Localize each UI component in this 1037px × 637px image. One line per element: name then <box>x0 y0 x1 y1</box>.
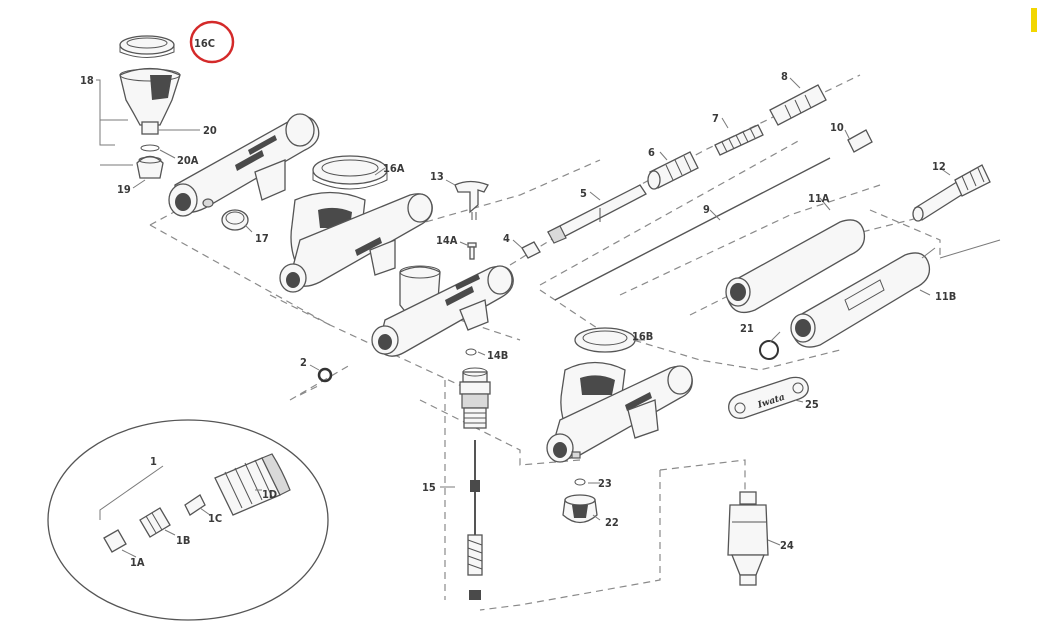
part-11a-handle <box>725 219 866 314</box>
airbrush-body-side-feed <box>168 113 320 217</box>
part-16c-cup-lid <box>119 35 175 58</box>
part-15-air-valve-assembly <box>459 367 491 600</box>
highlight-circle-16c <box>189 20 235 64</box>
part-9-needle <box>554 157 831 301</box>
label-24: 24 <box>780 539 794 552</box>
airbrush-body-center <box>371 265 514 357</box>
label-1b: 1B <box>176 534 190 547</box>
part-2-oring <box>317 367 333 383</box>
part-16b-cup-lid <box>574 327 636 353</box>
leader-lines <box>96 77 1001 558</box>
part-5-needle-chucking-guide <box>547 184 647 244</box>
label-13: 13 <box>430 170 444 183</box>
label-1d: 1D <box>262 488 277 501</box>
label-21: 21 <box>740 322 754 335</box>
part-10-adapter <box>847 129 873 153</box>
airbrush-body-gravity-16a <box>279 191 433 293</box>
label-2: 2 <box>300 356 307 369</box>
part-4-chucking-nut <box>521 241 541 259</box>
part-1b-nozzle-head <box>139 507 171 538</box>
part-1c-nozzle <box>184 494 206 516</box>
label-11b: 11B <box>935 290 956 303</box>
label-7: 7 <box>712 112 719 125</box>
part-7-spring <box>714 124 764 156</box>
part-12-air-valve <box>912 164 991 222</box>
label-12: 12 <box>932 160 946 173</box>
label-19: 19 <box>117 183 131 196</box>
label-17: 17 <box>255 232 269 245</box>
part-25-wrench: Iwata <box>728 376 809 419</box>
label-16a: 16A <box>383 162 405 175</box>
label-9: 9 <box>703 203 710 216</box>
label-20: 20 <box>203 124 217 137</box>
label-11a: 11A <box>808 192 830 205</box>
label-23: 23 <box>598 477 612 490</box>
part-16a-cup-lid <box>312 155 388 190</box>
part-13-trigger <box>454 180 489 220</box>
part-23-oring <box>574 478 586 486</box>
label-18: 18 <box>80 74 94 87</box>
part-8-spring-guide <box>769 84 827 126</box>
label-14b: 14B <box>487 349 508 362</box>
part-21-oring <box>759 340 779 360</box>
label-1a: 1A <box>130 556 145 569</box>
label-6: 6 <box>648 146 655 159</box>
part-20a-oring <box>140 144 160 152</box>
label-25: 25 <box>805 398 819 411</box>
label-10: 10 <box>830 121 844 134</box>
label-1: 1 <box>150 455 157 468</box>
part-labels: 16C 18 20 20A 19 17 16A 13 14A 14B 4 5 6… <box>80 37 956 569</box>
airbrush-body-gravity-16b <box>546 361 693 463</box>
part-19-cup-adapter <box>136 155 164 179</box>
label-20a: 20A <box>177 154 199 167</box>
part-14a-screw <box>467 242 477 260</box>
label-8: 8 <box>781 70 788 83</box>
part-18-color-cup <box>119 67 181 135</box>
part-1d-nozzle-cap <box>214 453 291 516</box>
part-17-cap <box>221 209 249 231</box>
part-11b-handle <box>790 252 931 348</box>
label-22: 22 <box>605 516 619 529</box>
label-16c: 16C <box>194 37 215 50</box>
corner-accent-mark <box>1031 8 1037 32</box>
label-15: 15 <box>422 481 436 494</box>
part-14b-oring <box>465 348 477 356</box>
nozzle-set-inset <box>47 419 329 621</box>
label-16b: 16B <box>632 330 653 343</box>
label-14a: 14A <box>436 234 458 247</box>
part-24-moisture-filter <box>727 491 769 586</box>
label-4: 4 <box>503 232 510 245</box>
label-1c: 1C <box>208 512 222 525</box>
label-5: 5 <box>580 187 587 200</box>
part-6-needle-chucking-nut <box>647 151 699 190</box>
part-22-valve <box>562 494 598 524</box>
part-1a-needle-cap <box>103 529 127 553</box>
